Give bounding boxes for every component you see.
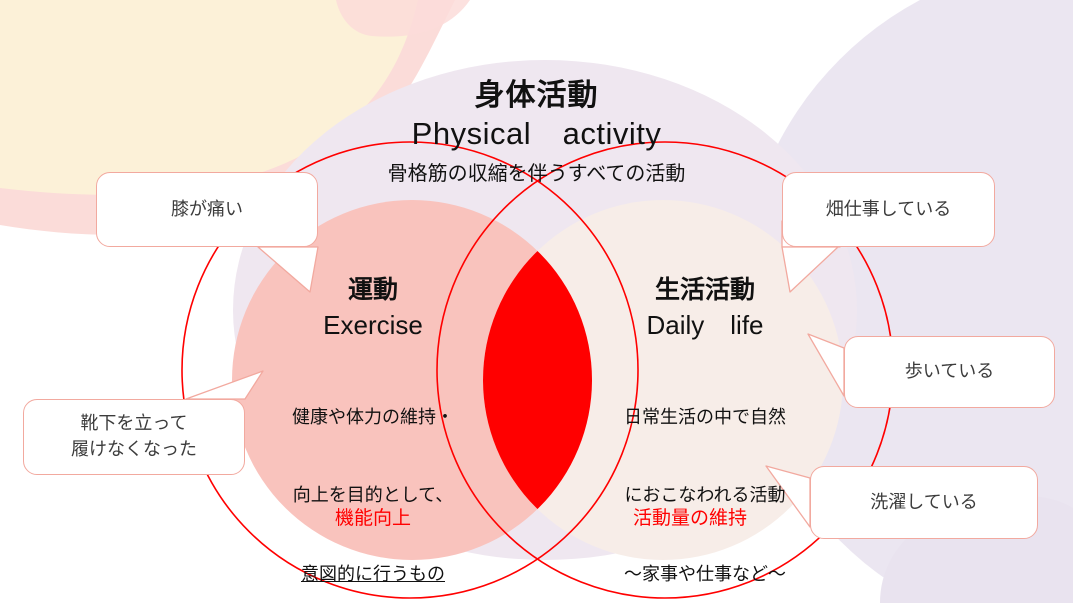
page-subtitle: 骨格筋の収縮を伴うすべての活動 <box>387 163 686 185</box>
daily-life-goal-label: 活動量の維持 <box>632 508 747 529</box>
exercise-description: 健康や体力の維持・ 向上を目的として、 意図的に行うもの <box>243 352 503 603</box>
page-title-en: Physical activity <box>411 116 662 151</box>
daily-life-title-en: Daily life <box>646 310 764 340</box>
exercise-description-line-3: 意図的に行うもの <box>301 563 445 584</box>
callout-socks[interactable]: 靴下を立って 履けなくなった <box>23 399 245 475</box>
exercise-description-line-2: 向上を目的として、 <box>292 485 454 506</box>
exercise-title-en: Exercise <box>323 310 423 340</box>
daily-life-description-line-2: におこなわれる活動 <box>624 485 786 506</box>
knee-callout-tail <box>257 246 319 293</box>
exercise-title-jp: 運動 <box>347 276 398 304</box>
daily-life-fill-circle <box>483 200 843 560</box>
callout-knee-pain[interactable]: 膝が痛い <box>96 172 318 247</box>
callout-field-work[interactable]: 畑仕事している <box>782 172 995 247</box>
exercise-fill-circle <box>232 200 592 560</box>
pink-sliver-top-right <box>336 0 470 37</box>
page-title-jp: 身体活動 <box>474 79 599 112</box>
exercise-description-line-1: 健康や体力の維持・ <box>292 407 454 428</box>
exercise-goal-label: 機能向上 <box>334 508 411 529</box>
daily-life-title-jp: 生活活動 <box>654 276 755 304</box>
field-callout-tail-arrow <box>781 246 839 293</box>
exercise-outline-circle <box>181 141 639 599</box>
daily-life-description-line-3: 〜家事や仕事など〜 <box>624 563 786 584</box>
callout-doing-laundry[interactable]: 洗濯している <box>810 466 1038 539</box>
daily-life-description-line-1: 日常生活の中で自然 <box>624 407 786 428</box>
daily-life-description: 日常生活の中で自然 におこなわれる活動 〜家事や仕事など〜 <box>575 352 835 603</box>
callout-walking[interactable]: 歩いている <box>844 336 1055 408</box>
